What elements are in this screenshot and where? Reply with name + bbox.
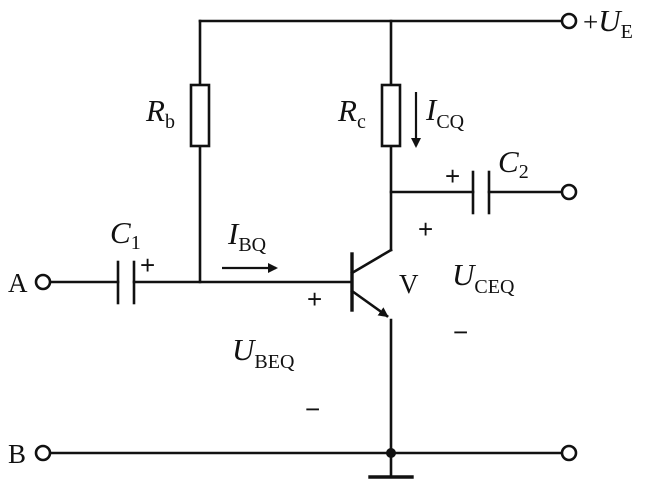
- uceq-minus-sign: −: [453, 317, 468, 347]
- resistor-rc: [380, 83, 402, 148]
- terminal-output: [560, 183, 578, 201]
- terminal-supply: [560, 12, 578, 30]
- ground-symbol: [368, 451, 414, 479]
- transistor-label: V: [399, 269, 419, 299]
- uceq-plus-sign: +: [418, 214, 433, 244]
- rc-label: Rc: [337, 93, 366, 133]
- ubeq-minus-sign: −: [305, 394, 320, 424]
- capacitor-c1: [116, 260, 136, 305]
- resistor-rb: [189, 83, 211, 148]
- node-b-label: B: [8, 439, 26, 469]
- node-a-label: A: [8, 268, 28, 298]
- icq-label: ICQ: [425, 92, 465, 133]
- npn-transistor: [350, 248, 393, 318]
- c1-label: C1: [110, 215, 141, 254]
- transistor-collector-leg: [350, 248, 393, 275]
- ubeq-label: UBEQ: [232, 332, 295, 373]
- terminal-a: [34, 273, 52, 291]
- rb-label: Rb: [145, 93, 175, 133]
- transistor-emitter-leg: [350, 289, 389, 318]
- ubeq-plus-sign: +: [307, 284, 322, 314]
- supply-label: +UE: [583, 3, 633, 43]
- capacitor-c2: [471, 170, 491, 215]
- wires: [48, 19, 563, 455]
- c1-plus-sign: +: [140, 250, 155, 280]
- terminal-ground-right: [560, 444, 578, 462]
- ibq-label: IBQ: [227, 216, 267, 256]
- c2-label: C2: [498, 144, 529, 183]
- terminal-b: [34, 444, 52, 462]
- uceq-label: UCEQ: [452, 257, 515, 298]
- c2-plus-sign: +: [445, 161, 460, 191]
